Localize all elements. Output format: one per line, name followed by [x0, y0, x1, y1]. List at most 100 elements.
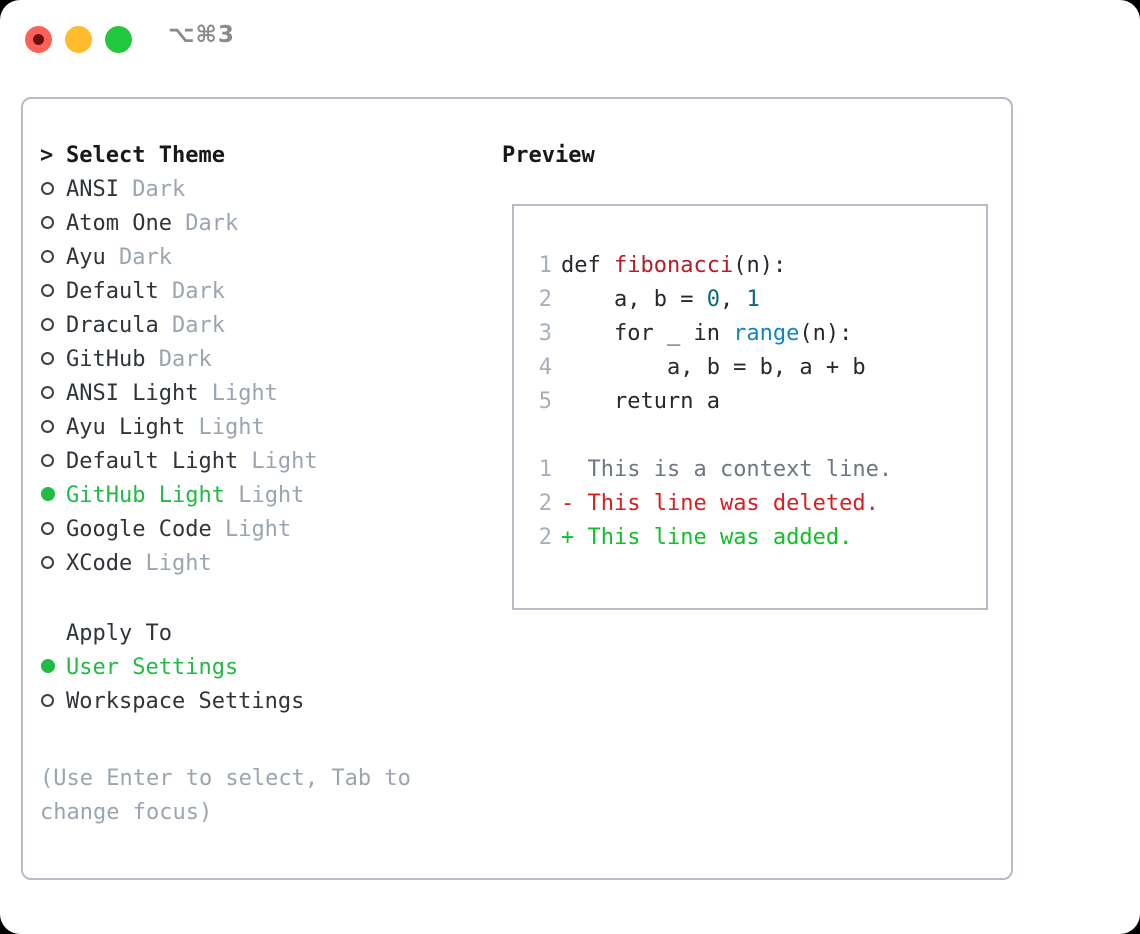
diff-sign: +: [561, 525, 575, 550]
theme-name-label: ANSI: [66, 177, 119, 202]
theme-list-item[interactable]: GitHub Light Light: [40, 479, 480, 513]
code-token: (n):: [733, 253, 787, 278]
radio-unselected-icon[interactable]: [41, 556, 54, 569]
theme-name-label: Atom One: [66, 211, 172, 236]
code-line: 3 for _ in range(n):: [526, 317, 980, 351]
apply-to-option[interactable]: Workspace Settings: [40, 685, 480, 719]
line-number: 2: [538, 525, 552, 550]
theme-name-label: Default Light: [66, 449, 239, 474]
code-blank-line: [526, 419, 980, 453]
theme-variant-tag: Light: [185, 415, 265, 440]
line-number: 5: [538, 389, 552, 414]
theme-name-label: Dracula: [66, 313, 159, 338]
code-token: return a: [561, 389, 720, 414]
radio-unselected-icon[interactable]: [41, 318, 54, 331]
code-token: fibonacci: [613, 253, 734, 278]
line-number: 2: [538, 491, 552, 516]
code-token: (n):: [799, 321, 853, 346]
radio-unselected-icon[interactable]: [41, 694, 54, 707]
line-number: 2: [538, 287, 552, 312]
section-spacer: [40, 581, 480, 617]
theme-variant-tag: Dark: [118, 177, 186, 202]
code-token: ,: [719, 287, 747, 312]
theme-name-label: Ayu: [66, 245, 106, 270]
theme-list-item[interactable]: Default Light Light: [40, 445, 480, 479]
select-theme-label: Select Theme: [66, 143, 225, 168]
theme-variant-tag: Dark: [171, 211, 239, 236]
theme-name-label: GitHub Light: [66, 483, 225, 508]
title-bar: ⌥⌘3: [0, 0, 1140, 78]
radio-unselected-icon[interactable]: [41, 284, 54, 297]
apply-to-option-label: Workspace Settings: [66, 689, 305, 714]
line-number: 3: [538, 321, 552, 346]
code-line: 5 return a: [526, 385, 980, 419]
apply-to-option[interactable]: User Settings: [40, 651, 480, 685]
theme-variant-tag: Dark: [158, 313, 225, 338]
theme-name-label: ANSI Light: [66, 381, 199, 406]
line-number: 1: [538, 253, 552, 278]
theme-list-item[interactable]: Google Code Light: [40, 513, 480, 547]
code-token: a, b =: [561, 287, 707, 312]
theme-variant-tag: Light: [238, 449, 318, 474]
theme-list-item[interactable]: ANSI Dark: [40, 173, 480, 207]
diff-line: 1 This is a context line.: [526, 453, 980, 487]
theme-list-item[interactable]: Atom One Dark: [40, 207, 480, 241]
code-token: 1: [746, 287, 760, 312]
recording-indicator-icon: [33, 34, 44, 45]
minimize-button[interactable]: [65, 26, 92, 53]
diff-text: This is a context line.: [574, 457, 893, 482]
theme-list-item[interactable]: Dracula Dark: [40, 309, 480, 343]
theme-list-item[interactable]: ANSI Light Light: [40, 377, 480, 411]
code-token: 0: [706, 287, 720, 312]
radio-selected-icon[interactable]: [41, 487, 55, 501]
code-token: range: [733, 321, 800, 346]
radio-unselected-icon[interactable]: [41, 522, 54, 535]
theme-variant-tag: Dark: [105, 245, 172, 270]
apply-to-header: ○Apply To: [40, 617, 480, 651]
maximize-button[interactable]: [105, 26, 132, 53]
code-line: 2 a, b = 0, 1: [526, 283, 980, 317]
theme-list-item[interactable]: GitHub Dark: [40, 343, 480, 377]
radio-unselected-icon[interactable]: [41, 454, 54, 467]
shortcut-label: ⌥⌘3: [168, 22, 235, 48]
theme-name-label: Ayu Light: [66, 415, 186, 440]
code-line: 4 a, b = b, a + b: [526, 351, 980, 385]
theme-list-item[interactable]: Ayu Light Light: [40, 411, 480, 445]
code-token: for _ in: [561, 321, 734, 346]
theme-variant-tag: Light: [224, 483, 305, 508]
radio-unselected-icon[interactable]: [41, 386, 54, 399]
theme-variant-tag: Light: [132, 551, 212, 576]
radio-unselected-icon[interactable]: [41, 182, 54, 195]
theme-variant-tag: Light: [198, 381, 278, 406]
theme-name-label: Default: [66, 279, 159, 304]
theme-name-label: XCode: [66, 551, 133, 576]
radio-selected-icon[interactable]: [41, 659, 55, 673]
preview-title: Preview: [502, 143, 595, 168]
apply-to-option-label: User Settings: [66, 655, 239, 680]
theme-name-label: GitHub: [66, 347, 146, 372]
diff-text: This line was deleted.: [574, 491, 879, 516]
keyboard-hint: (Use Enter to select, Tab to change focu…: [40, 766, 411, 825]
theme-variant-tag: Dark: [158, 279, 225, 304]
theme-list-item[interactable]: XCode Light: [40, 547, 480, 581]
theme-list-item[interactable]: Ayu Dark: [40, 241, 480, 275]
line-number: 4: [538, 355, 552, 380]
radio-unselected-icon[interactable]: [41, 250, 54, 263]
diff-line: 2 + This line was added.: [526, 521, 980, 555]
theme-variant-tag: Light: [211, 517, 292, 542]
radio-unselected-icon[interactable]: [41, 352, 54, 365]
diff-text: This line was added.: [574, 525, 853, 550]
radio-unselected-icon[interactable]: [41, 216, 54, 229]
theme-name-label: Google Code: [66, 517, 212, 542]
caret-icon: >: [40, 143, 54, 168]
radio-unselected-icon[interactable]: [41, 420, 54, 433]
theme-list-item[interactable]: Default Dark: [40, 275, 480, 309]
select-theme-header: > Select Theme: [40, 139, 480, 173]
